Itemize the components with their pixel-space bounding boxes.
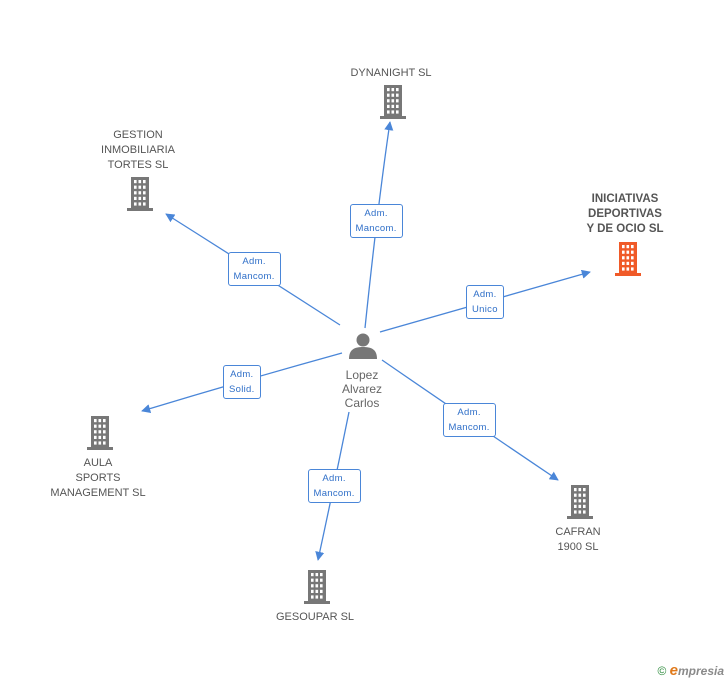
company-name-dynanight[interactable]: DYNANIGHT SL xyxy=(350,67,432,79)
role-tag-cafran: Adm. Mancom. xyxy=(442,403,496,437)
building-icon-gesoupar[interactable] xyxy=(304,570,330,604)
company-name-cafran[interactable]: CAFRAN 1900 SL xyxy=(555,526,601,553)
building-icon-iniciativas[interactable] xyxy=(615,242,641,276)
role-tag-gestion: Adm. Mancom. xyxy=(227,252,281,286)
building-icon-dynanight[interactable] xyxy=(380,85,406,119)
company-name-gesoupar[interactable]: GESOUPAR SL xyxy=(275,611,355,623)
person-icon[interactable] xyxy=(349,333,377,360)
role-tag-aula: Adm. Solid. xyxy=(223,365,261,399)
building-icon-gestion[interactable] xyxy=(127,177,153,211)
company-name-aula[interactable]: AULA SPORTS MANAGEMENT SL xyxy=(50,457,146,499)
role-tag-iniciativas: Adm. Unico xyxy=(466,285,504,319)
brand-rest: mpresia xyxy=(677,664,724,678)
building-icon-cafran[interactable] xyxy=(567,485,593,519)
company-name-gestion[interactable]: GESTION INMOBILIARIA TORTES SL xyxy=(101,129,175,171)
brand-e: e xyxy=(669,662,678,679)
building-icon-aula[interactable] xyxy=(87,416,113,450)
role-tag-dynanight: Adm. Mancom. xyxy=(349,204,403,238)
company-name-iniciativas[interactable]: INICIATIVAS DEPORTIVAS Y DE OCIO SL xyxy=(586,193,664,235)
person-name: Lopez Alvarez Carlos xyxy=(341,368,383,410)
role-tag-gesoupar: Adm. Mancom. xyxy=(307,469,361,503)
copyright-symbol: © xyxy=(657,664,667,678)
empresia-logo: © empresia xyxy=(657,662,724,679)
